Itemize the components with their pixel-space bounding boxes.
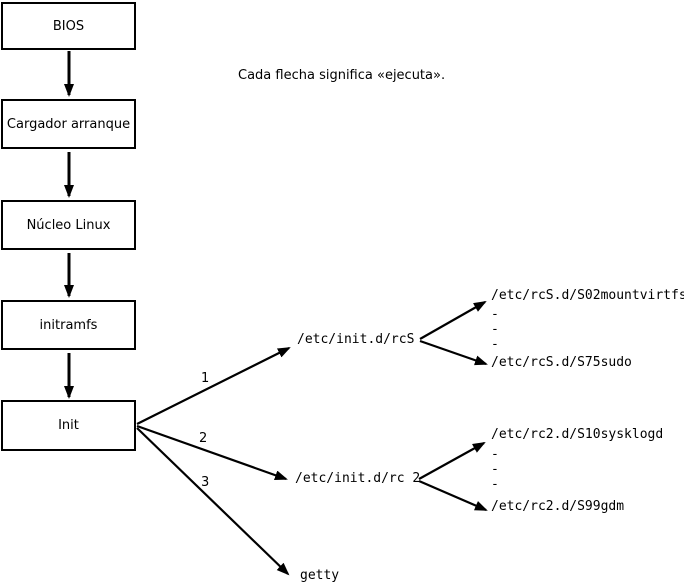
rc2-script-last: /etc/rc2.d/S99gdm — [491, 499, 625, 514]
arrow-rc2-to-first-script — [418, 442, 486, 480]
arrow-init-to-getty — [136, 427, 290, 576]
box-init-label: Init — [58, 418, 79, 433]
box-initramfs-label: initramfs — [39, 317, 98, 333]
rc2-script-first: /etc/rc2.d/S10sysklogd — [491, 427, 664, 442]
arrow-init-to-rc2 — [136, 424, 288, 481]
box-cargador-arranque-label: Cargador arranque — [6, 116, 131, 132]
arrow-label-2: 2 — [199, 431, 208, 446]
box-cargador-arranque: Cargador arranque — [1, 99, 136, 149]
target-rc2: /etc/init.d/rc 2 — [295, 471, 421, 486]
rcS-script-first: /etc/rcS.d/S02mountvirtfs — [491, 288, 684, 303]
target-getty: getty — [300, 568, 340, 583]
legend-note: Cada flecha significa «ejecuta». — [238, 68, 446, 83]
rc2-ellipsis-dash: - — [491, 462, 499, 477]
arrow-label-3: 3 — [201, 475, 210, 490]
rcS-ellipsis-dash: - — [491, 307, 499, 322]
arrow-rcS-to-last-script — [419, 339, 488, 366]
rc2-ellipsis-dash: - — [491, 477, 499, 492]
rc2-ellipsis-dash: - — [491, 447, 499, 462]
box-nucleo-linux-label: Núcleo Linux — [26, 217, 111, 233]
arrow-rcS-to-first-script — [419, 301, 487, 340]
target-rcS: /etc/init.d/rcS — [297, 332, 415, 347]
box-init: Init — [1, 400, 136, 451]
rcS-ellipsis-dash: - — [491, 337, 499, 352]
box-bios: BIOS — [1, 2, 136, 50]
box-bios-label: BIOS — [52, 18, 85, 34]
box-nucleo-linux: Núcleo Linux — [1, 200, 136, 250]
rcS-script-last: /etc/rcS.d/S75sudo — [491, 355, 632, 370]
arrow-init-to-rcS — [136, 347, 291, 425]
rcS-ellipsis-dash: - — [491, 322, 499, 337]
box-initramfs: initramfs — [1, 300, 136, 350]
arrow-label-1: 1 — [201, 371, 210, 386]
arrow-rc2-to-last-script — [418, 479, 488, 512]
